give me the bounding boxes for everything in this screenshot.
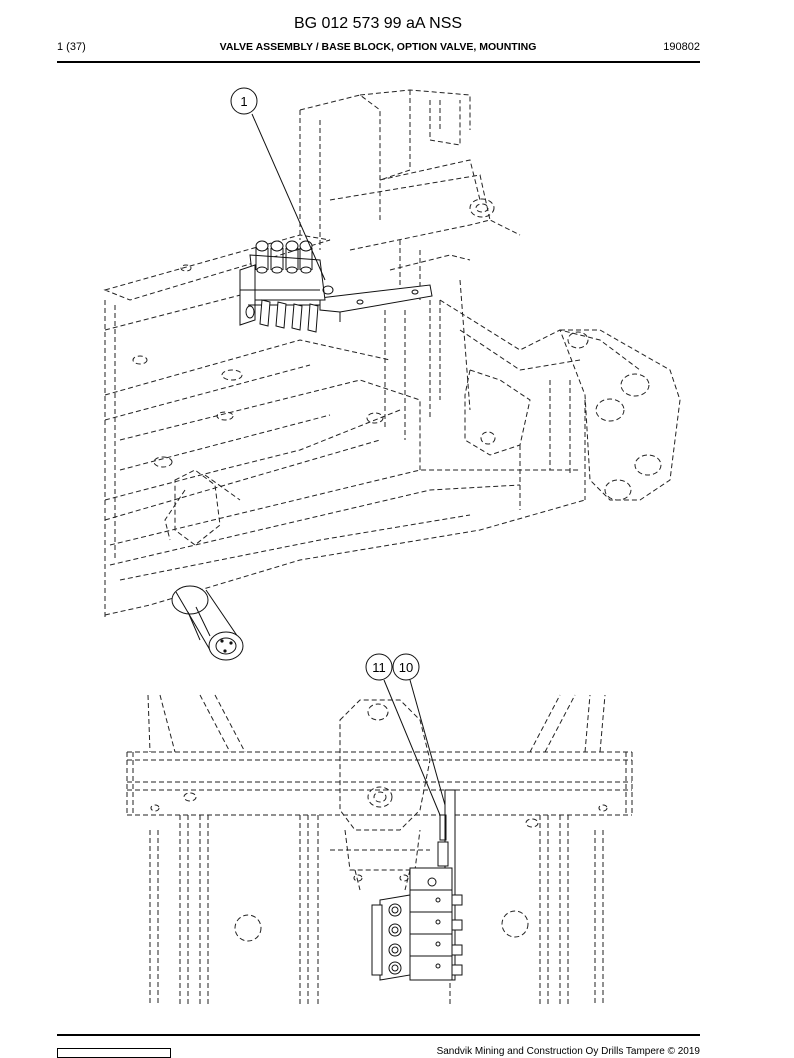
brand-logo xyxy=(57,1048,171,1058)
footer-rule xyxy=(57,1034,700,1036)
callout-1-label: 1 xyxy=(240,94,247,109)
copyright-text: Sandvik Mining and Construction Oy Drill… xyxy=(436,1046,700,1057)
document-date: 190802 xyxy=(663,41,700,53)
callout-10: 10 xyxy=(392,653,446,806)
valve-block-upper xyxy=(239,240,334,333)
callout-11: 11 xyxy=(365,653,441,816)
page-title: VALVE ASSEMBLY / BASE BLOCK, OPTION VALV… xyxy=(219,41,537,53)
upper-assembly-view xyxy=(103,89,681,661)
callout-11-label: 11 xyxy=(372,660,386,675)
callout-10-label: 10 xyxy=(399,660,413,675)
page-number: 1 (37) xyxy=(57,41,86,53)
document-id: BG 012 573 99 aA NSS xyxy=(293,15,463,32)
header-rule xyxy=(57,61,700,63)
valve-block-lower xyxy=(371,867,463,981)
callout-1: 1 xyxy=(230,87,326,281)
lower-assembly-view xyxy=(126,694,633,1005)
